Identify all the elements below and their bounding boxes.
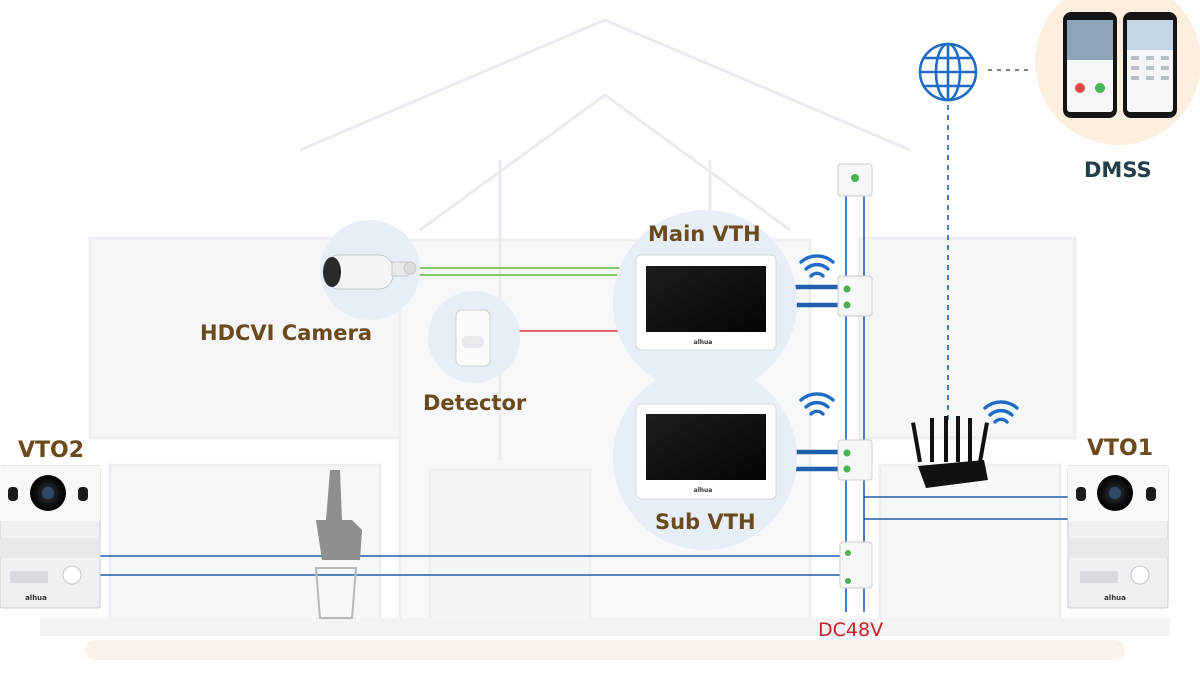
house-background — [88, 18, 1077, 622]
globe-icon — [918, 42, 978, 102]
wifi-icon — [799, 392, 835, 416]
vto2-brand: alhua — [25, 594, 47, 602]
vto2-label: VTO2 — [18, 438, 85, 463]
hand-icon — [316, 470, 362, 560]
power-supply-box — [839, 541, 873, 589]
camera-wiring — [412, 267, 635, 276]
main-vth-label: Main VTH — [648, 222, 761, 246]
cup-outline — [314, 567, 358, 619]
wifi-icon — [799, 254, 835, 278]
sub-vth-label: Sub VTH — [655, 510, 756, 534]
dmss-app-phones — [1035, 0, 1200, 145]
camera-label: HDCVI Camera — [200, 321, 373, 345]
ground-shadow — [85, 640, 1125, 660]
vto2-door-station: alhua — [0, 465, 101, 609]
main-vth-brand: alhua — [694, 339, 713, 346]
sub-vth-brand: alhua — [694, 487, 713, 494]
smartphone-icon — [1123, 12, 1177, 118]
junction-box-sub — [837, 439, 873, 481]
bullet-camera-icon — [320, 220, 420, 320]
ground-strip — [40, 618, 1170, 636]
router-icon — [911, 416, 989, 488]
junction-box-top — [837, 163, 873, 197]
vto1-door-station: alhua — [1067, 465, 1169, 609]
vto1-brand: alhua — [1104, 594, 1126, 602]
sub-vth-monitor: alhua — [613, 366, 797, 550]
dmss-label: DMSS — [1084, 158, 1152, 182]
smartphone-icon — [1063, 12, 1117, 118]
wifi-icon — [983, 400, 1019, 424]
power-label: DC48V — [818, 619, 884, 641]
detector-label: Detector — [423, 391, 527, 415]
main-vth-monitor: alhua — [613, 210, 797, 394]
junction-box-main — [837, 275, 873, 317]
vto1-label: VTO1 — [1087, 436, 1154, 461]
pir-detector-icon — [428, 291, 520, 383]
